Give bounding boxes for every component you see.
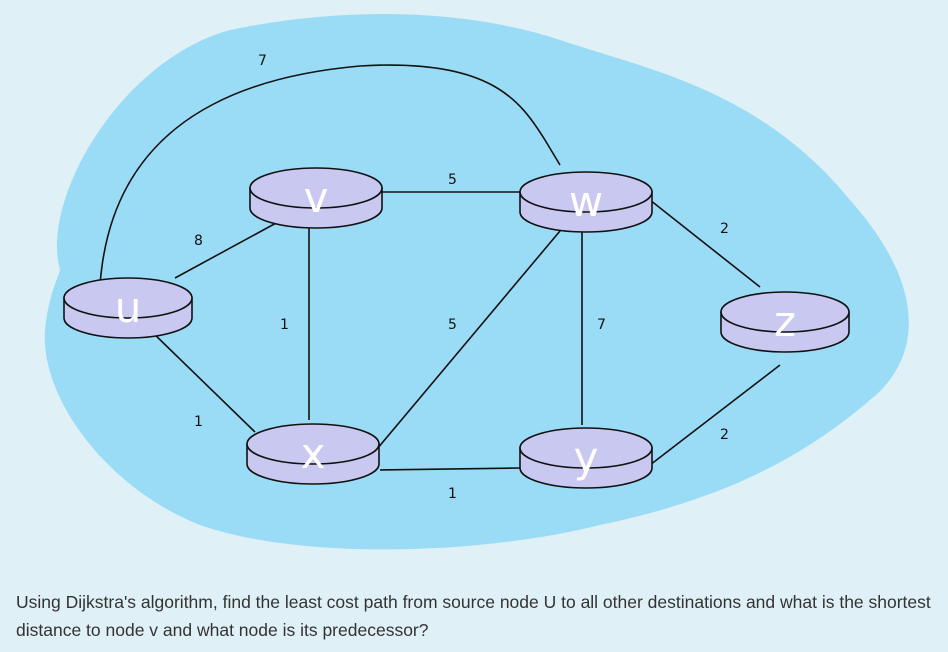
edge-u-v <box>174 221 279 279</box>
question-text: Using Dijkstra's algorithm, find the lea… <box>16 592 931 640</box>
network-cloud <box>44 13 909 550</box>
edge-weights: 7 8 1 5 1 5 7 2 1 2 <box>194 53 729 502</box>
weight-u-x: 1 <box>194 414 203 430</box>
network-diagram: 7 8 1 5 1 5 7 2 1 2 u v w x <box>44 13 909 550</box>
router-label: z <box>774 297 796 346</box>
weight-v-x: 1 <box>280 317 289 333</box>
weight-y-z: 2 <box>720 427 729 443</box>
routers: u v w x y z <box>63 167 850 489</box>
edge-w-z <box>649 199 761 288</box>
router-node: z <box>720 291 850 353</box>
weight-u-v: 8 <box>194 233 203 249</box>
edge-w-x <box>371 224 566 456</box>
router-node: x <box>246 423 380 485</box>
router-label: w <box>569 177 603 226</box>
router-label: v <box>304 173 329 222</box>
weight-w-y: 7 <box>597 317 606 333</box>
weight-x-y: 1 <box>448 486 457 502</box>
router-node: y <box>519 427 653 489</box>
router-label: x <box>301 429 326 478</box>
router-label: y <box>574 433 599 482</box>
router-node: w <box>519 171 653 233</box>
edge-y-z <box>649 364 781 466</box>
router-node: u <box>63 277 193 339</box>
weight-v-w: 5 <box>448 172 457 188</box>
router-label: u <box>115 283 142 332</box>
edge-x-y <box>379 467 521 471</box>
weight-w-z: 2 <box>720 221 729 237</box>
edges <box>99 64 781 471</box>
router-node: v <box>249 167 383 229</box>
weight-w-x: 5 <box>448 317 457 333</box>
edge-u-x <box>149 329 256 433</box>
edge-u-w <box>99 64 561 286</box>
weight-u-w: 7 <box>258 53 267 69</box>
